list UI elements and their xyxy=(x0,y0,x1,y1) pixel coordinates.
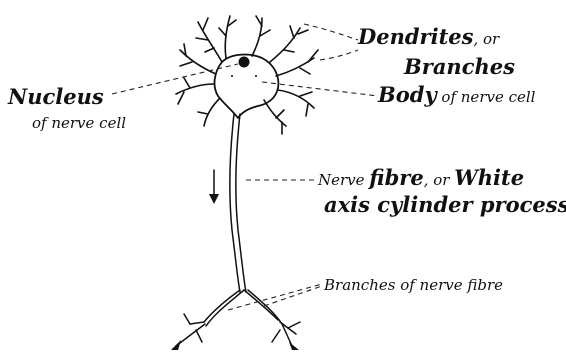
branches-leader-2 xyxy=(264,286,322,306)
dendrites-leader-2 xyxy=(320,50,358,60)
dendrites xyxy=(176,16,318,134)
branches-leader-1 xyxy=(228,284,322,310)
fibre-label: Nerve fibre, or White xyxy=(317,165,524,190)
left-branch-arrow xyxy=(171,340,181,350)
nucleolus-speck xyxy=(231,75,233,77)
right-branch-arrow xyxy=(289,342,299,350)
branches-of-fibre-label: Branches of nerve fibre xyxy=(323,276,503,294)
dendrites-label: Dendrites, or xyxy=(357,24,500,49)
body-label: Body of nerve cell xyxy=(377,82,536,107)
nucleus-sublabel: of nerve cell xyxy=(32,114,126,132)
nucleus-label: Nucleus xyxy=(7,84,104,109)
nerve-fibre xyxy=(230,114,246,292)
nucleolus-speck-2 xyxy=(255,75,257,77)
fibre-branches xyxy=(176,290,300,346)
nucleus-dot xyxy=(239,57,250,68)
branches-label: Branches xyxy=(403,54,515,79)
body-leader xyxy=(262,82,378,96)
nerve-cell-illustration xyxy=(171,16,318,350)
nucleus-leader xyxy=(112,64,238,94)
dendrites-leader xyxy=(304,24,358,40)
fibre-label-line2: axis cylinder process xyxy=(324,192,566,217)
direction-arrow xyxy=(209,170,219,204)
